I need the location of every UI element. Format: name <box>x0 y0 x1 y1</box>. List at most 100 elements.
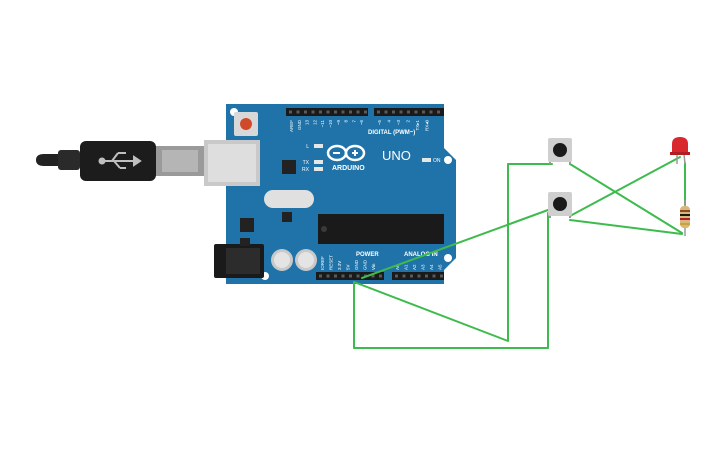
header-pin[interactable] <box>384 110 388 114</box>
crystal-oscillator <box>264 190 314 208</box>
wire-power-to-button1[interactable] <box>353 163 553 342</box>
pin-label: ~9 <box>336 120 341 126</box>
led-dome <box>672 137 688 154</box>
capacitor-top <box>298 252 314 268</box>
header-pin[interactable] <box>399 110 403 114</box>
header-pin[interactable] <box>334 274 337 278</box>
led-on <box>422 158 431 162</box>
header-pin[interactable] <box>326 274 330 278</box>
model-label: UNO <box>382 148 411 163</box>
chip-notch <box>321 226 327 232</box>
header-pin[interactable] <box>402 274 406 278</box>
wire-button2-to-resistor[interactable] <box>569 219 683 235</box>
pushbutton-2[interactable] <box>548 192 572 218</box>
header-pin[interactable] <box>377 110 380 114</box>
header-pin[interactable] <box>296 110 300 114</box>
mount-hole <box>444 156 452 164</box>
pin-label: ~3 <box>396 120 401 126</box>
pin-label: GND <box>363 259 368 270</box>
pin-label: Vin <box>371 263 376 270</box>
header-pin[interactable] <box>432 274 436 278</box>
usb-plug-metal-inner <box>162 150 198 172</box>
header-pin[interactable] <box>341 110 345 114</box>
led-rx-label: RX <box>302 167 310 173</box>
header-pin[interactable] <box>417 274 421 278</box>
resistor-band <box>680 210 690 212</box>
led-rx <box>314 167 323 171</box>
usb-b-socket-inner <box>208 144 256 182</box>
power-jack-inner <box>226 248 260 274</box>
pin-label: 12 <box>312 120 317 126</box>
header-pin[interactable] <box>422 110 425 114</box>
pin-label: 8 <box>344 120 349 123</box>
header-pin[interactable] <box>349 110 352 114</box>
header-pin[interactable] <box>349 274 352 278</box>
regulator <box>240 218 254 232</box>
header-pin[interactable] <box>356 274 360 278</box>
resistor[interactable] <box>680 200 690 236</box>
header-pin[interactable] <box>392 110 395 114</box>
regulator-tab <box>240 238 250 246</box>
pin-label: RESET <box>329 255 334 270</box>
header-pin[interactable] <box>319 274 322 278</box>
header-pin[interactable] <box>334 110 337 114</box>
digital-header-label: DIGITAL (PWM~) <box>368 130 415 136</box>
header-pin[interactable] <box>371 274 375 278</box>
header-pin[interactable] <box>341 274 345 278</box>
usb-cable-end <box>36 154 58 166</box>
pin-label: A4 <box>429 264 434 270</box>
wires[interactable] <box>353 156 686 349</box>
header-pin[interactable] <box>429 110 433 114</box>
header-pin[interactable] <box>425 274 428 278</box>
header-pin[interactable] <box>440 274 443 278</box>
pin-label: 4 <box>387 120 392 123</box>
header-pin[interactable] <box>326 110 330 114</box>
pin-label: A3 <box>421 264 426 270</box>
wire-gnd-to-button2[interactable] <box>361 209 549 279</box>
pin-label: AREF <box>289 120 294 132</box>
wire-button2-to-led[interactable] <box>569 156 681 217</box>
pin-label: A5 <box>438 264 443 270</box>
pushbutton-cap <box>553 197 567 211</box>
pushbutton-cap <box>553 143 567 157</box>
brand-label: ARDUINO <box>332 165 365 172</box>
header-pin[interactable] <box>356 110 360 114</box>
capacitor-top <box>274 252 290 268</box>
pin-label: RX◂0 <box>425 120 430 132</box>
header-pin[interactable] <box>364 110 367 114</box>
header-pin[interactable] <box>414 110 418 114</box>
usb-chip <box>282 160 296 174</box>
pin-label: 2 <box>406 120 411 123</box>
pin-label: ~5 <box>377 120 382 126</box>
header-pin[interactable] <box>410 274 413 278</box>
led-tx-label: TX <box>303 160 310 166</box>
analog-label: ANALOG IN <box>404 252 438 258</box>
usb-cable-strain-relief <box>58 150 80 170</box>
mount-hole <box>444 254 452 262</box>
red-led[interactable] <box>670 137 690 165</box>
wire-power-to-button2[interactable] <box>353 212 549 349</box>
pin-label: TX▸1 <box>415 120 420 131</box>
header-pin[interactable] <box>319 110 322 114</box>
power-label: POWER <box>356 252 379 258</box>
pushbutton-1[interactable] <box>548 138 572 164</box>
pin-label: 13 <box>305 120 310 126</box>
header-pin[interactable] <box>289 110 292 114</box>
resistor-band <box>680 218 690 220</box>
usb-cable[interactable] <box>36 141 204 181</box>
header-pin[interactable] <box>407 110 410 114</box>
header-pin[interactable] <box>395 274 398 278</box>
pin-label: 5V <box>346 264 351 270</box>
header-pin[interactable] <box>379 274 382 278</box>
led-l <box>314 144 323 148</box>
header-pin[interactable] <box>304 110 307 114</box>
pin-label: ~11 <box>320 120 325 128</box>
wire-button1-to-resistor[interactable] <box>569 163 683 234</box>
header-pin[interactable] <box>437 110 440 114</box>
pin-label: 3.3V <box>337 261 342 270</box>
header-pin[interactable] <box>311 110 315 114</box>
